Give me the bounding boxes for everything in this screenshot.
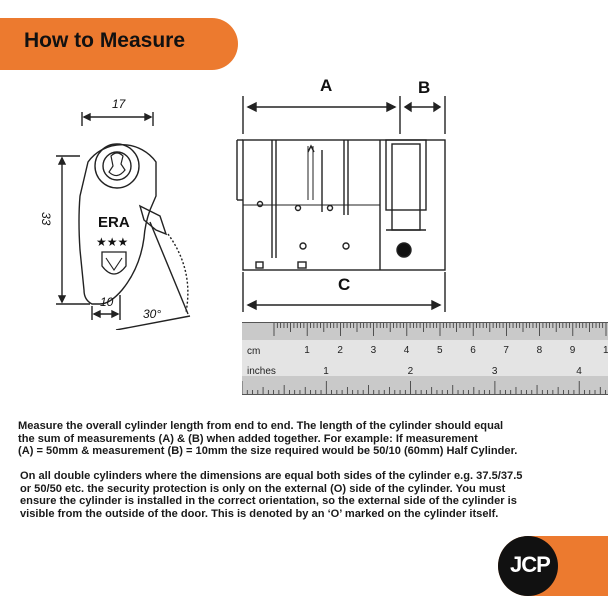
cylinder-end-profile [78,144,157,305]
ruler-inch-number: 3 [492,366,498,377]
jcp-logo: JCP [498,536,608,596]
ruler-cm-label: cm [247,346,260,357]
keyway-inner [102,151,132,181]
orientation-instructions: On all double cylinders where the dimens… [20,470,590,521]
brand-era: ERA [98,214,130,231]
ruler-cm-number: 8 [537,345,543,356]
ruler-inches-label: inches [247,366,276,377]
fixing-hole [396,242,412,258]
ruler-cm-number: 7 [503,345,509,356]
ruler-cm-number: 3 [371,345,377,356]
instruction-line: (A) = 50mm & measurement (B) = 10mm the … [18,445,518,458]
ruler-inch-number: 2 [408,366,414,377]
ruler-cm-number: 4 [404,345,410,356]
instruction-line: Measure the overall cylinder length from… [18,420,504,432]
instruction-line: or 50/50 etc. the security protection is… [20,482,506,495]
logo-text: JCP [510,552,551,577]
label-b: B [418,78,430,97]
label-c: C [338,275,350,294]
label-a: A [320,76,332,95]
ruler-cm-number: 2 [337,345,343,356]
dimension-17: 17 [112,97,127,111]
instruction-line: ensure the cylinder is installed in the … [20,495,517,508]
star-icons: ★★★ [96,235,128,249]
instruction-line: the sum of measurements (A) & (B) when a… [18,432,478,445]
logo-circle [498,536,558,596]
dimension-33: 33 [39,212,53,226]
angle-30: 30° [143,307,161,321]
ruler-cm-number: 6 [470,345,476,356]
keyway-outer [94,143,140,189]
ruler-cm-number: 10 [603,345,608,356]
cam [138,204,168,236]
ruler-cm-number: 5 [437,345,443,356]
instruction-line: On all double cylinders where the dimens… [20,470,523,482]
ruler-cm-number: 9 [570,345,576,356]
ruler-inch-number: 1 [323,366,329,377]
page-title: How to Measure [24,29,186,52]
title-banner: How to Measure [0,18,238,70]
instruction-line: visible from the outside of the door. Th… [20,508,499,521]
measure-instructions: Measure the overall cylinder length from… [18,420,608,458]
dimension-10: 10 [100,295,114,309]
kitemark-icon [101,251,127,275]
ruler: cm inches 12345678910111234 [242,322,608,395]
cylinder-diagram: 17 33 10 30° ERA ★★★ A B C [39,76,446,330]
ruler-inch-number: 4 [576,366,582,377]
ruler-cm-number: 1 [304,345,310,356]
